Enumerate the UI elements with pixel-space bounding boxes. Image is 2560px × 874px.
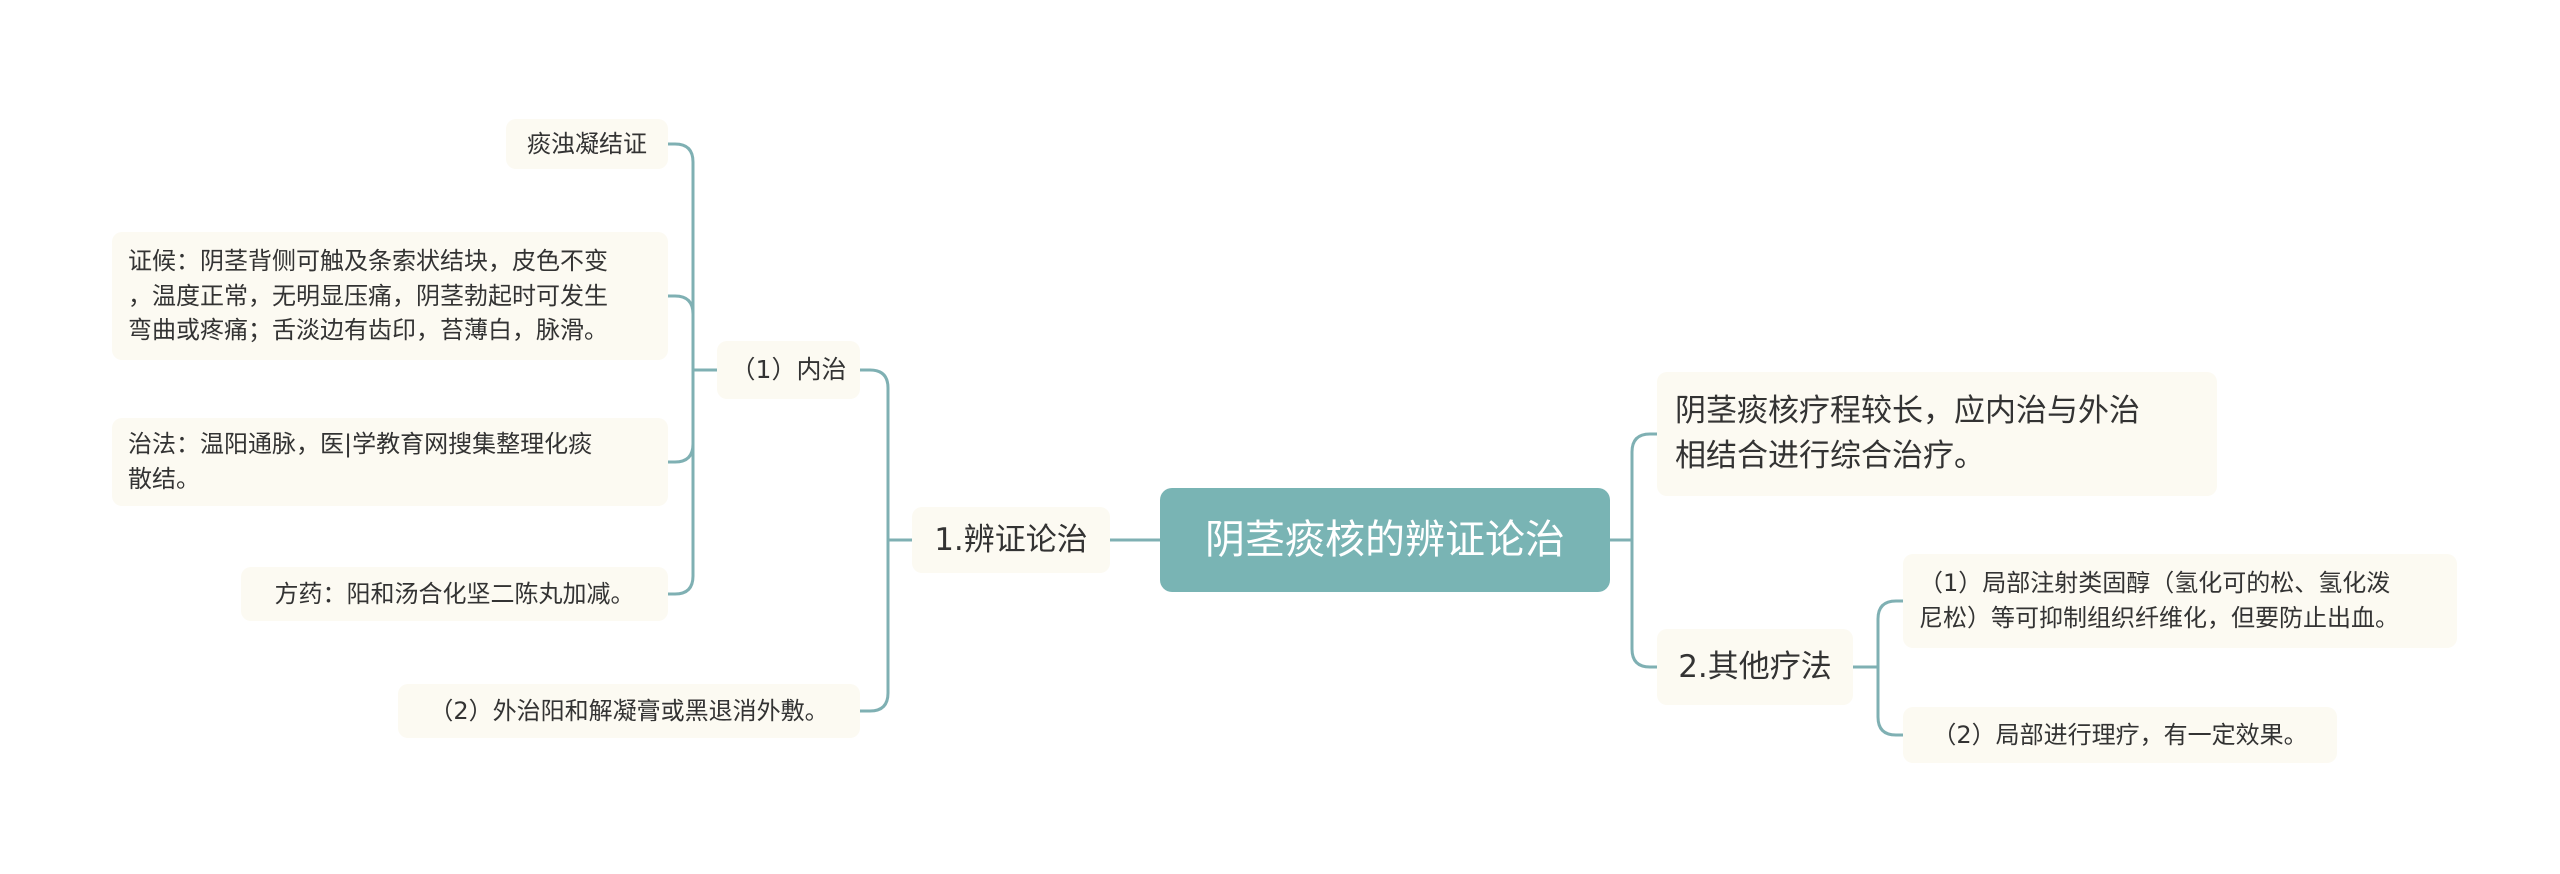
leaf-steroid-injection[interactable]: （1）局部注射类固醇（氢化可的松、氢化泼 尼松）等可抑制组织纤维化，但要防止出血… [1903,554,2457,648]
leaf-syndrome-name[interactable]: 痰浊凝结证 [506,119,668,169]
connector-branch1-inner [858,368,890,542]
leaf-physiotherapy[interactable]: （2）局部进行理疗，有一定效果。 [1903,707,2337,763]
connector-branch1-outer [858,538,890,713]
connector-inner-leaf2 [666,294,695,372]
connector-branch2-leaf1 [1876,599,1905,669]
leaf-symptoms[interactable]: 证候：阴茎背侧可触及条索状结块，皮色不变 ，温度正常，无明显压痛，阴茎勃起时可发… [112,232,668,360]
course-note[interactable]: 阴茎痰核疗程较长，应内治与外治 相结合进行综合治疗。 [1657,372,2217,496]
connector-root-note [1630,432,1659,542]
subbranch-internal-treatment[interactable]: （1）内治 [717,341,860,399]
connector-inner-leaf3 [666,368,695,464]
leaf-treatment-method[interactable]: 治法：温阳通脉，医|学教育网搜集整理化痰 散结。 [112,418,668,506]
branch-differentiation-treatment[interactable]: 1.辨证论治 [912,507,1110,573]
subbranch-external-treatment[interactable]: （2）外治阳和解凝膏或黑退消外敷。 [398,684,860,738]
connector-branch2-leaf2 [1876,665,1905,737]
connector-inner-leaf1 [666,142,695,372]
connector-inner-leaf4 [666,368,695,596]
leaf-prescription[interactable]: 方药：阳和汤合化坚二陈丸加减。 [241,567,668,621]
connector-root-branch2 [1630,538,1659,669]
branch-other-therapies[interactable]: 2.其他疗法 [1657,629,1853,705]
root-topic[interactable]: 阴茎痰核的辨证论治 [1160,488,1610,592]
